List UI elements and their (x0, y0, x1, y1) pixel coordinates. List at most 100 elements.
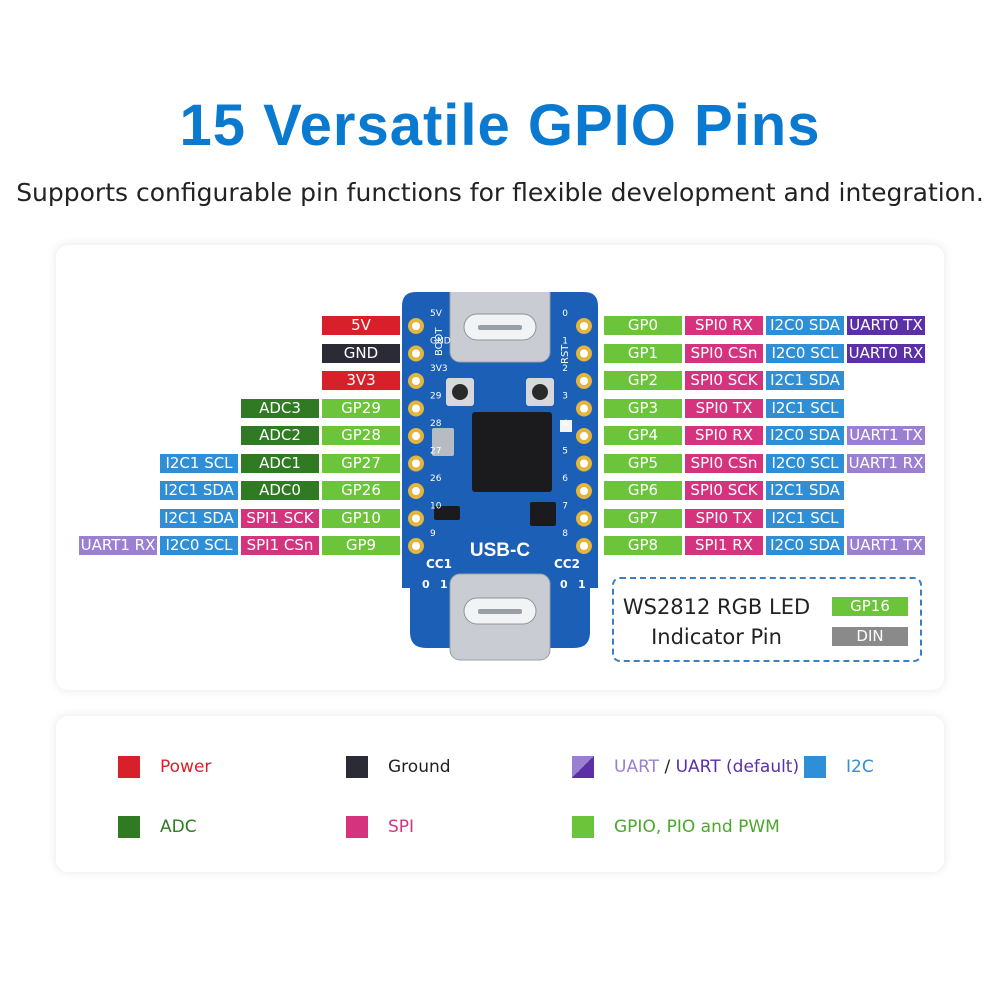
right-pin-label: SPI0 RX (685, 426, 763, 445)
page-subtitle: Supports configurable pin functions for … (16, 178, 984, 207)
right-pin-label: SPI1 RX (685, 536, 763, 555)
legend-item: UART / UART (default) (572, 756, 832, 778)
right-pin-label: I2C1 SCL (766, 398, 844, 418)
indicator-line2: Indicator Pin (651, 625, 782, 649)
right-pad-hole (580, 349, 588, 358)
indicator-gpio-tag: GP16 (832, 597, 908, 616)
right-pad-number: 4 (562, 419, 568, 429)
right-pin-label: UART0 RX (847, 343, 925, 363)
legend-card (56, 716, 944, 872)
boot-silkscreen: BOOT (434, 327, 445, 356)
cc1-silkscreen: CC1 (426, 557, 452, 571)
left-pin-label: I2C1 SDA (160, 508, 238, 528)
legend-label: Ground (388, 757, 451, 777)
left-pin-label: ADC1 (241, 453, 319, 473)
left-pin-label: 5V (322, 316, 400, 335)
right-pad-number: 3 (562, 392, 568, 402)
right-pin-label: I2C0 SDA (766, 426, 844, 445)
legend-label-uart-default: UART (default) (675, 757, 800, 777)
usb-c-top-tongue (478, 325, 522, 330)
left-pin-label: ADC3 (241, 398, 319, 418)
right-pad-hole (580, 432, 588, 440)
right-pin-label: GP8 (604, 536, 682, 555)
right-pin-label: GP7 (604, 508, 682, 528)
left-pad-hole (412, 377, 420, 385)
legend-swatch (572, 816, 594, 838)
right-pad-number: 0 (562, 309, 568, 319)
legend-item: ADC (118, 816, 378, 838)
left-pin-label: I2C0 SCL (160, 536, 238, 555)
legend-item: Power (118, 756, 378, 778)
right-pin-label: SPI0 CSn (685, 453, 763, 473)
left-pad-hole (412, 322, 420, 330)
left-pad-number: 28 (430, 419, 442, 429)
left-pad-hole (412, 404, 420, 413)
right-pin-label: UART1 RX (847, 453, 925, 473)
legend-label: SPI (388, 817, 415, 837)
right-pad-hole (580, 404, 588, 413)
reset-button (532, 384, 548, 400)
left-pin-label: GP28 (322, 426, 400, 445)
cc2-pad-number: 1 (578, 578, 586, 591)
right-pin-label: SPI0 TX (685, 398, 763, 418)
right-pin-label: GP5 (604, 453, 682, 473)
right-pad-number: 7 (562, 502, 568, 512)
indicator-din-tag: DIN (832, 627, 908, 646)
cc1-pad-number: 0 (422, 578, 430, 591)
right-pin-label: GP6 (604, 481, 682, 500)
left-pad-number: 5V (430, 309, 443, 319)
left-pad-number: 26 (430, 474, 442, 484)
ws2812-indicator-box: WS2812 RGB LED Indicator Pin GP16 DIN (612, 577, 922, 662)
right-pin-label: I2C1 SCL (766, 508, 844, 528)
left-pad-hole (412, 432, 420, 440)
right-pad-number: 2 (562, 364, 568, 374)
right-pin-label: SPI0 TX (685, 508, 763, 528)
legend-item: SPI (346, 816, 606, 838)
right-pad-number: 8 (562, 529, 568, 539)
regulator-chip (434, 506, 460, 520)
legend-swatch (346, 816, 368, 838)
left-pin-label: GP9 (322, 536, 400, 555)
right-pin-label: I2C0 SCL (766, 453, 844, 473)
left-pin-label: GND (322, 343, 400, 363)
legend-item: I2C (804, 756, 1000, 778)
right-pin-label: I2C1 SDA (766, 481, 844, 500)
left-pin-label: I2C1 SDA (160, 481, 238, 500)
right-pin-label: UART1 TX (847, 426, 925, 445)
legend-label: I2C (846, 757, 874, 777)
right-pad-hole (580, 459, 588, 468)
right-pad-hole (580, 514, 588, 523)
flash-chip (530, 502, 556, 526)
left-pad-number: GND (430, 337, 451, 347)
right-pin-label: I2C0 SDA (766, 316, 844, 335)
cc1-pad-number: 1 (440, 578, 448, 591)
left-pin-label: ADC2 (241, 426, 319, 445)
right-pad-number: 1 (562, 337, 568, 347)
left-pad-hole (412, 514, 420, 523)
right-pin-label: I2C0 SCL (766, 343, 844, 363)
page-title: 15 Versatile GPIO Pins (179, 93, 821, 158)
left-pin-label: GP10 (322, 508, 400, 528)
right-pin-label: SPI0 SCK (685, 481, 763, 500)
right-pin-label: I2C1 SDA (766, 371, 844, 390)
left-pad-hole (412, 487, 420, 495)
rst-silkscreen: RST (560, 344, 571, 364)
left-pin-label: 3V3 (322, 371, 400, 390)
cc2-silkscreen: CC2 (554, 557, 580, 571)
left-pin-label: ADC0 (241, 481, 319, 500)
legend-swatch (118, 816, 140, 838)
right-pin-label: UART1 TX (847, 536, 925, 555)
right-pin-label: SPI0 RX (685, 316, 763, 335)
legend-swatch (804, 756, 826, 778)
left-pin-label: SPI1 CSn (241, 536, 319, 555)
right-pin-label: GP2 (604, 371, 682, 390)
left-pin-label: I2C1 SCL (160, 453, 238, 473)
left-pad-number: 3V3 (430, 364, 448, 374)
right-pin-label: GP1 (604, 343, 682, 363)
right-pin-label: SPI0 CSn (685, 343, 763, 363)
cc2-pad-number: 0 (560, 578, 568, 591)
legend-label: GPIO, PIO and PWM (614, 817, 780, 837)
left-pad-number: 29 (430, 392, 442, 402)
